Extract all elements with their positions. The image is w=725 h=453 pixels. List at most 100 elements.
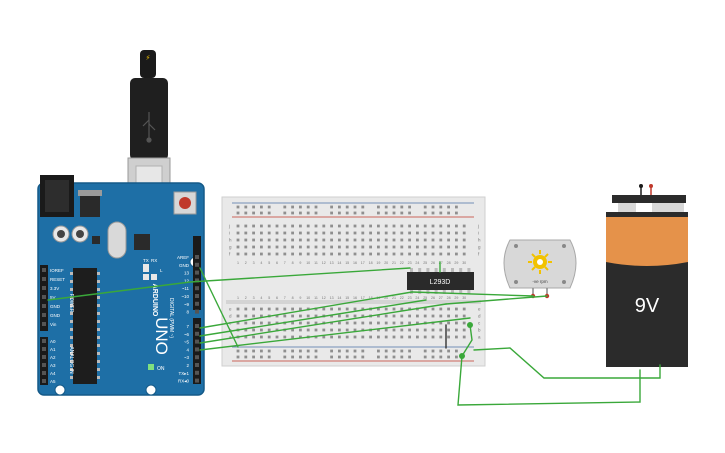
rail-hole[interactable] <box>400 211 404 215</box>
breadboard-hole[interactable] <box>408 314 411 318</box>
breadboard-hole[interactable] <box>439 224 443 228</box>
breadboard-hole[interactable] <box>439 245 443 249</box>
header-pin[interactable] <box>42 286 46 290</box>
breadboard-hole[interactable] <box>392 252 396 256</box>
rail-hole[interactable] <box>353 205 357 209</box>
rail-hole[interactable] <box>252 205 255 209</box>
breadboard-hole[interactable] <box>338 231 341 235</box>
breadboard-hole[interactable] <box>377 307 380 311</box>
breadboard-hole[interactable] <box>384 307 388 311</box>
breadboard-hole[interactable] <box>252 238 255 242</box>
rail-hole[interactable] <box>455 211 458 215</box>
breadboard-hole[interactable] <box>384 335 388 339</box>
rail-hole[interactable] <box>455 355 458 359</box>
rail-hole[interactable] <box>260 349 263 353</box>
rail-hole[interactable] <box>244 355 248 359</box>
breadboard-hole[interactable] <box>299 314 302 318</box>
header-pin[interactable] <box>42 339 46 343</box>
breadboard-hole[interactable] <box>377 314 380 318</box>
breadboard-hole[interactable] <box>416 224 419 228</box>
breadboard-hole[interactable] <box>330 307 333 311</box>
breadboard-hole[interactable] <box>377 231 380 235</box>
breadboard-hole[interactable] <box>353 328 357 332</box>
breadboard-hole[interactable] <box>275 224 279 228</box>
rail-hole[interactable] <box>431 211 435 215</box>
breadboard-hole[interactable] <box>361 252 365 256</box>
breadboard-hole[interactable] <box>361 238 365 242</box>
battery-9v[interactable]: 9V <box>606 184 688 367</box>
breadboard-hole[interactable] <box>291 314 294 318</box>
rail-hole[interactable] <box>291 205 294 209</box>
breadboard-hole[interactable] <box>338 335 341 339</box>
breadboard-hole[interactable] <box>244 328 248 332</box>
breadboard-hole[interactable] <box>431 231 435 235</box>
l293d-chip[interactable]: L293D <box>407 268 474 294</box>
rail-hole[interactable] <box>384 355 388 359</box>
breadboard-hole[interactable] <box>236 231 240 235</box>
breadboard-hole[interactable] <box>408 328 411 332</box>
breadboard-hole[interactable] <box>267 231 271 235</box>
breadboard-hole[interactable] <box>260 314 263 318</box>
breadboard-hole[interactable] <box>439 314 443 318</box>
breadboard-hole[interactable] <box>392 328 396 332</box>
breadboard-hole[interactable] <box>447 245 450 249</box>
rail-hole[interactable] <box>455 349 458 353</box>
header-pin[interactable] <box>195 339 199 344</box>
breadboard-hole[interactable] <box>260 231 263 235</box>
breadboard-hole[interactable] <box>384 245 388 249</box>
breadboard-hole[interactable] <box>338 224 341 228</box>
rail-hole[interactable] <box>267 349 271 353</box>
breadboard-hole[interactable] <box>306 245 310 249</box>
rail-hole[interactable] <box>244 211 248 215</box>
breadboard-hole[interactable] <box>275 307 279 311</box>
header-pin[interactable] <box>42 268 46 272</box>
breadboard-hole[interactable] <box>345 252 349 256</box>
breadboard-hole[interactable] <box>400 321 404 325</box>
breadboard-hole[interactable] <box>236 238 240 242</box>
header-pin[interactable] <box>195 286 199 291</box>
breadboard-hole[interactable] <box>462 307 466 311</box>
breadboard-hole[interactable] <box>330 245 333 249</box>
breadboard-hole[interactable] <box>267 335 271 339</box>
breadboard-hole[interactable] <box>447 321 450 325</box>
rail-hole[interactable] <box>408 211 411 215</box>
rail-hole[interactable] <box>384 349 388 353</box>
breadboard-hole[interactable] <box>455 314 458 318</box>
breadboard-hole[interactable] <box>314 328 318 332</box>
breadboard-hole[interactable] <box>306 238 310 242</box>
breadboard-hole[interactable] <box>400 252 404 256</box>
header-pin[interactable] <box>195 331 199 336</box>
breadboard-hole[interactable] <box>384 328 388 332</box>
breadboard-hole[interactable] <box>400 238 404 242</box>
breadboard-hole[interactable] <box>275 238 279 242</box>
breadboard-hole[interactable] <box>283 231 287 235</box>
rail-hole[interactable] <box>236 205 240 209</box>
breadboard-hole[interactable] <box>252 252 255 256</box>
breadboard-hole[interactable] <box>345 321 349 325</box>
breadboard-hole[interactable] <box>423 224 427 228</box>
breadboard-hole[interactable] <box>361 328 365 332</box>
rail-hole[interactable] <box>236 355 240 359</box>
breadboard-hole[interactable] <box>260 224 263 228</box>
rail-hole[interactable] <box>338 349 341 353</box>
wire-jumper-rail[interactable] <box>461 324 473 357</box>
breadboard-hole[interactable] <box>416 314 419 318</box>
breadboard-hole[interactable] <box>252 231 255 235</box>
breadboard-hole[interactable] <box>306 224 310 228</box>
breadboard-hole[interactable] <box>369 231 372 235</box>
breadboard-hole[interactable] <box>416 252 419 256</box>
breadboard-hole[interactable] <box>408 252 411 256</box>
rail-hole[interactable] <box>314 349 318 353</box>
breadboard-hole[interactable] <box>447 231 450 235</box>
breadboard-hole[interactable] <box>283 238 287 242</box>
rail-hole[interactable] <box>455 205 458 209</box>
breadboard-hole[interactable] <box>345 238 349 242</box>
breadboard-hole[interactable] <box>314 314 318 318</box>
breadboard-hole[interactable] <box>260 245 263 249</box>
header-pin[interactable] <box>42 379 46 383</box>
breadboard-hole[interactable] <box>322 224 326 228</box>
breadboard-hole[interactable] <box>369 252 372 256</box>
breadboard-hole[interactable] <box>291 238 294 242</box>
rail-hole[interactable] <box>377 205 380 209</box>
